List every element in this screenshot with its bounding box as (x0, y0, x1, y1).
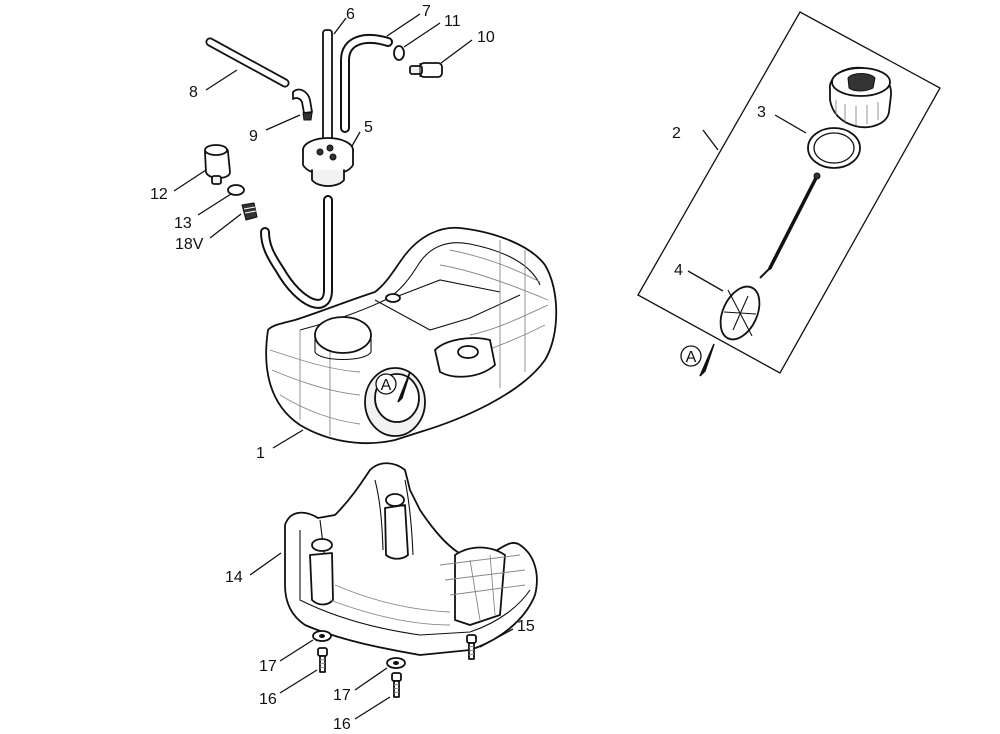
callout-4: 4 (674, 262, 683, 279)
view-marker-letter: A (381, 377, 392, 394)
fuel-cap (829, 66, 892, 129)
callout-16a: 16 (259, 691, 277, 708)
bolt-16a (317, 647, 328, 673)
callout-5: 5 (364, 119, 373, 136)
view-marker-inset: A (680, 343, 715, 377)
breather-tube (205, 37, 290, 88)
washer-17b (386, 657, 406, 669)
vent-valve (409, 62, 443, 78)
callout-6: 6 (346, 6, 355, 23)
cap-gasket (807, 127, 861, 169)
callout-16b: 16 (333, 716, 351, 733)
view-marker-on-tank: A (375, 371, 411, 403)
callout-3: 3 (757, 104, 766, 121)
callout-14: 14 (225, 569, 243, 586)
clip-13 (227, 184, 245, 196)
callout-17a: 17 (259, 658, 277, 675)
grommet (302, 137, 354, 187)
view-marker-inset-letter: A (686, 349, 697, 366)
callout-15: 15 (517, 618, 535, 635)
callout-11: 11 (444, 13, 461, 30)
return-hose (322, 29, 333, 149)
callout-7: 7 (422, 3, 431, 20)
washer-17a (312, 630, 332, 642)
fuel-tank (265, 226, 558, 445)
fuel-hose (260, 195, 333, 309)
callout-2: 2 (672, 125, 681, 142)
bolt-15 (466, 634, 477, 660)
bolt-16b (391, 672, 402, 698)
callout-12: 12 (150, 186, 168, 203)
o-ring-11 (393, 45, 405, 61)
tank-guard (284, 462, 538, 656)
tank-strainer (719, 172, 821, 341)
callout-13: 13 (174, 215, 192, 232)
callout-9: 9 (249, 128, 258, 145)
fuel-filter (204, 144, 231, 185)
callout-labels: 1 2 3 4 5 6 7 8 9 10 11 12 13 14 15 16 1… (150, 3, 766, 733)
elbow-fitting (292, 88, 313, 121)
callout-17b: 17 (333, 687, 351, 704)
vent-hose (340, 34, 393, 133)
callout-8: 8 (189, 84, 198, 101)
callout-10: 10 (477, 29, 495, 46)
fitting-18v (241, 202, 258, 221)
fuel-cap-assembly-box (637, 11, 941, 374)
leader-lines (173, 13, 807, 720)
callout-18v: 18V (175, 236, 204, 253)
callout-1: 1 (256, 445, 265, 462)
